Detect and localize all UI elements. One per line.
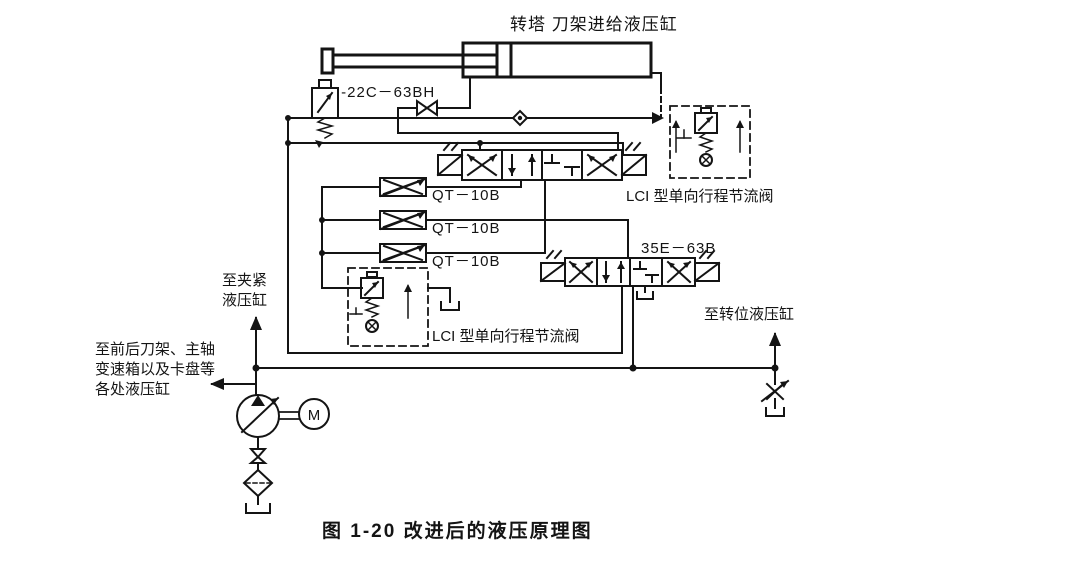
junction-dots (252, 115, 779, 372)
tank-index-branch (765, 407, 785, 417)
check-valve-line-a (511, 109, 529, 127)
flow-arrows (210, 112, 781, 390)
label-qt1: QT－10B (432, 187, 501, 204)
arrow-to-left-cylinders (210, 378, 224, 390)
directional-valve-upper (436, 141, 648, 181)
label-to-left-2: 变速箱以及卡盘等 (95, 360, 215, 378)
label-feed-cylinder: 转塔 刀架进给液压缸 (510, 14, 678, 34)
arrow-line-a (652, 112, 664, 124)
label-relief-valve: I-22C－63BH (336, 84, 435, 101)
qt-throttle-valves (379, 177, 427, 264)
lci-module-right (669, 105, 751, 179)
motor (298, 398, 330, 430)
lci-module-bottom (347, 267, 429, 347)
pump-outlet-triangle (251, 395, 265, 406)
label-to-index: 至转位液压缸 (704, 305, 794, 323)
arrow-to-index (769, 332, 781, 346)
label-lci-right: LCI 型单向行程节流阀 (626, 188, 774, 205)
piston-rod-end (320, 47, 335, 75)
tank-symbols (245, 291, 785, 514)
arrow-to-clamp (250, 316, 262, 330)
suction-check-valve (248, 448, 268, 464)
index-branch-throttle (760, 379, 790, 403)
shutoff-valve (416, 99, 438, 117)
label-qt3: QT－10B (432, 253, 501, 270)
filter (242, 468, 274, 498)
labels: 转塔 刀架进给液压缸 I-22C－63BH QT－10B QT－10B QT－1… (95, 14, 794, 542)
relief-valve (311, 79, 339, 148)
qt-throttle-1 (379, 177, 427, 198)
pump (236, 394, 280, 438)
drive-shaft (278, 411, 300, 420)
label-qt2: QT－10B (432, 220, 501, 237)
label-to-left-1: 至前后刀架、主轴 (95, 341, 215, 358)
tank-suction (245, 503, 271, 514)
drain-arrow (315, 140, 323, 148)
directional-valve-35e (539, 249, 721, 287)
label-lci-bottom: LCI 型单向行程节流阀 (432, 328, 580, 345)
label-to-clamp-1: 至夹紧 (222, 272, 267, 289)
label-motor: M (308, 407, 321, 424)
figure-caption: 图 1-20 改进后的液压原理图 (322, 519, 593, 542)
pipe-network (211, 72, 776, 505)
feed-cylinder (320, 41, 653, 79)
tank-lci-bottom (440, 301, 460, 311)
label-to-left-3: 各处液压缸 (95, 380, 170, 398)
tank-35e (636, 291, 654, 300)
label-35e-valve: 35E－63B (641, 240, 716, 257)
qt-throttle-3 (379, 243, 427, 264)
qt-throttle-2 (379, 210, 427, 231)
label-to-clamp-2: 液压缸 (222, 291, 267, 309)
